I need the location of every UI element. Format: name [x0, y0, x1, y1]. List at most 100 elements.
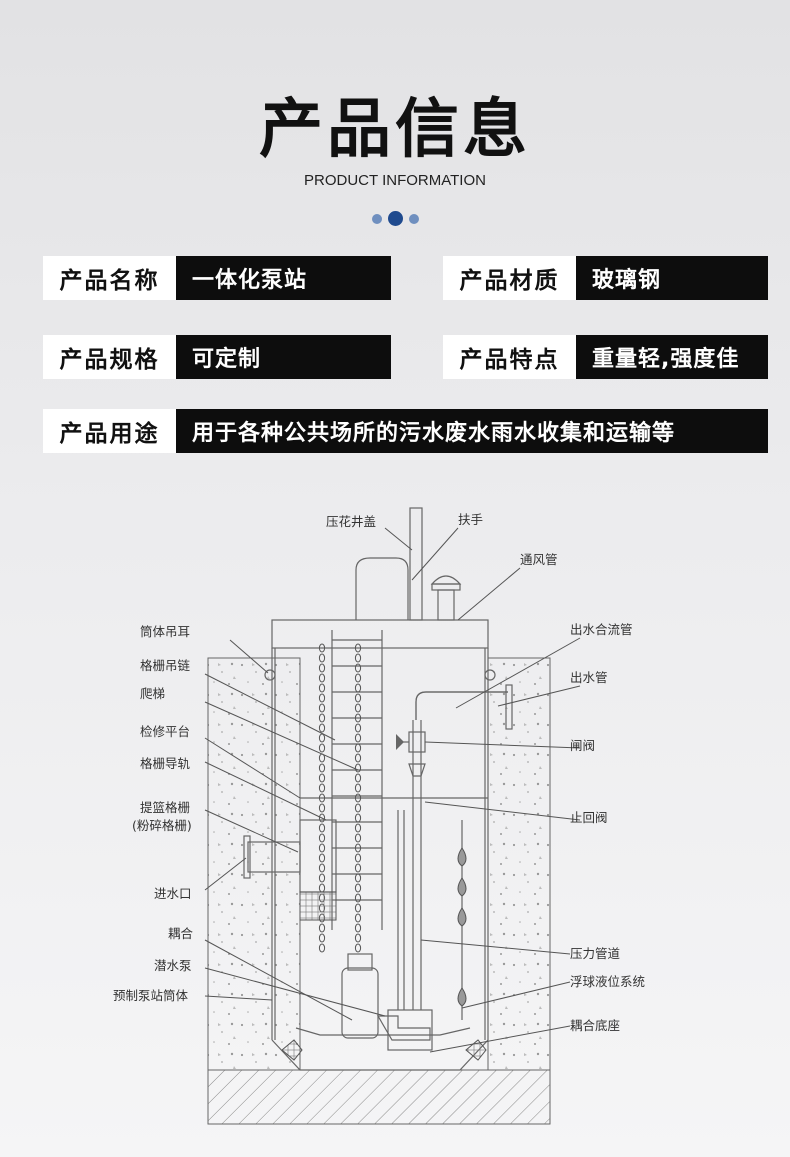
info-row-material: 产品材质 玻璃钢 [443, 256, 768, 300]
chain-link [354, 893, 362, 903]
chain-link [354, 883, 362, 893]
soil-backfill [207, 657, 551, 1125]
chain-link [318, 813, 326, 823]
float-ball-icon [457, 987, 467, 1007]
material-value: 玻璃钢 [576, 256, 768, 300]
label-handrail: 扶手 [458, 512, 483, 527]
chain-link [354, 743, 362, 753]
chain-link [354, 923, 362, 933]
float-ball-icon [457, 877, 467, 897]
chain-link [318, 883, 326, 893]
chain-link [354, 943, 362, 953]
pump-station-diagram: 压花井盖 扶手 通风管 筒体吊耳 出水合流管 格栅吊链 出水管 爬梯 检修平台 … [113, 507, 645, 1125]
chain-link [318, 873, 326, 883]
leader-lines [204, 527, 581, 1053]
label-ladder: 爬梯 [140, 686, 165, 701]
chain-link [318, 723, 326, 733]
label-manhole-cover: 压花井盖 [326, 514, 376, 529]
chain-link [318, 683, 326, 693]
chain-link [318, 713, 326, 723]
label-pressure-pipe: 压力管道 [570, 946, 621, 961]
label-float-system: 浮球液位系统 [570, 974, 645, 989]
check-valve [408, 763, 426, 777]
chain-link [354, 843, 362, 853]
label-prefab-body: 预制泵站筒体 [113, 988, 189, 1003]
chain-link [354, 683, 362, 693]
chain-link [318, 663, 326, 673]
label-lifting-lug: 筒体吊耳 [140, 624, 190, 639]
chain-link [354, 863, 362, 873]
label-crusher-grille: (粉碎格栅) [132, 818, 192, 833]
info-row-usage: 产品用途 用于各种公共场所的污水废水雨水收集和运输等 [43, 409, 768, 453]
dot-icon [387, 211, 403, 226]
grille-chain [318, 643, 362, 953]
name-label: 产品名称 [43, 256, 176, 300]
info-row-feature: 产品特点 重量轻,强度佳 [443, 335, 768, 379]
chain-link [354, 693, 362, 703]
chain-link [318, 863, 326, 873]
chain-link [354, 813, 362, 823]
chain-link [318, 733, 326, 743]
chain-link [354, 703, 362, 713]
chain-link [354, 913, 362, 923]
feature-label: 产品特点 [443, 335, 576, 379]
chain-link [318, 763, 326, 773]
float-ball-icon [457, 907, 467, 927]
chain-link [354, 833, 362, 843]
chain-link [318, 833, 326, 843]
label-outlet-header: 出水合流管 [570, 622, 633, 637]
chain-link [354, 783, 362, 793]
chain-link [318, 803, 326, 813]
chain-link [354, 643, 362, 653]
chain-link [354, 753, 362, 763]
submersible-pump [341, 953, 433, 1051]
label-basket-grille: 提篮格栅 [140, 800, 190, 815]
dot-icon [408, 213, 419, 224]
chain-link [318, 933, 326, 943]
chain-link [318, 643, 326, 653]
dot-icon [371, 213, 382, 224]
chain-link [354, 733, 362, 743]
label-vent-pipe: 通风管 [520, 552, 558, 567]
info-row-name: 产品名称 一体化泵站 [43, 256, 391, 300]
info-row-spec: 产品规格 可定制 [43, 335, 391, 379]
label-submersible-pump: 潜水泵 [154, 958, 192, 973]
chain-link [354, 903, 362, 913]
chain-link [354, 853, 362, 863]
chain-link [354, 873, 362, 883]
chain-link [318, 923, 326, 933]
diagram-labels: 压花井盖 扶手 通风管 筒体吊耳 出水合流管 格栅吊链 出水管 爬梯 检修平台 … [113, 512, 645, 1033]
chain-link [318, 773, 326, 783]
basket-grille [299, 819, 337, 921]
chain-link [354, 933, 362, 943]
chain-link [354, 653, 362, 663]
spec-value: 可定制 [176, 335, 391, 379]
chain-link [318, 823, 326, 833]
feature-value: 重量轻,强度佳 [576, 335, 768, 379]
page-subtitle: PRODUCT INFORMATION [304, 172, 486, 189]
label-coupling: 耦合 [168, 926, 194, 941]
chain-link [354, 773, 362, 783]
label-platform: 检修平台 [140, 724, 190, 739]
lug-icon [264, 669, 276, 681]
chain-link [318, 843, 326, 853]
float-system [457, 820, 467, 1020]
spec-label: 产品规格 [43, 335, 176, 379]
label-outlet-pipe: 出水管 [570, 670, 608, 685]
label-gate-valve: 闸阀 [570, 738, 595, 753]
chain-link [354, 723, 362, 733]
lug-icon [484, 669, 496, 681]
station-body [271, 619, 489, 1071]
chain-link [354, 673, 362, 683]
label-inlet: 进水口 [154, 886, 192, 901]
chain-link [354, 793, 362, 803]
chain-link [318, 693, 326, 703]
material-label: 产品材质 [443, 256, 576, 300]
label-grille-chain: 格栅吊链 [140, 658, 191, 673]
vent-pipe [430, 575, 462, 621]
float-ball-icon [457, 847, 467, 867]
chain-link [354, 763, 362, 773]
chain-link [318, 943, 326, 953]
outlet-pipe [412, 684, 513, 1010]
chain-link [318, 743, 326, 753]
